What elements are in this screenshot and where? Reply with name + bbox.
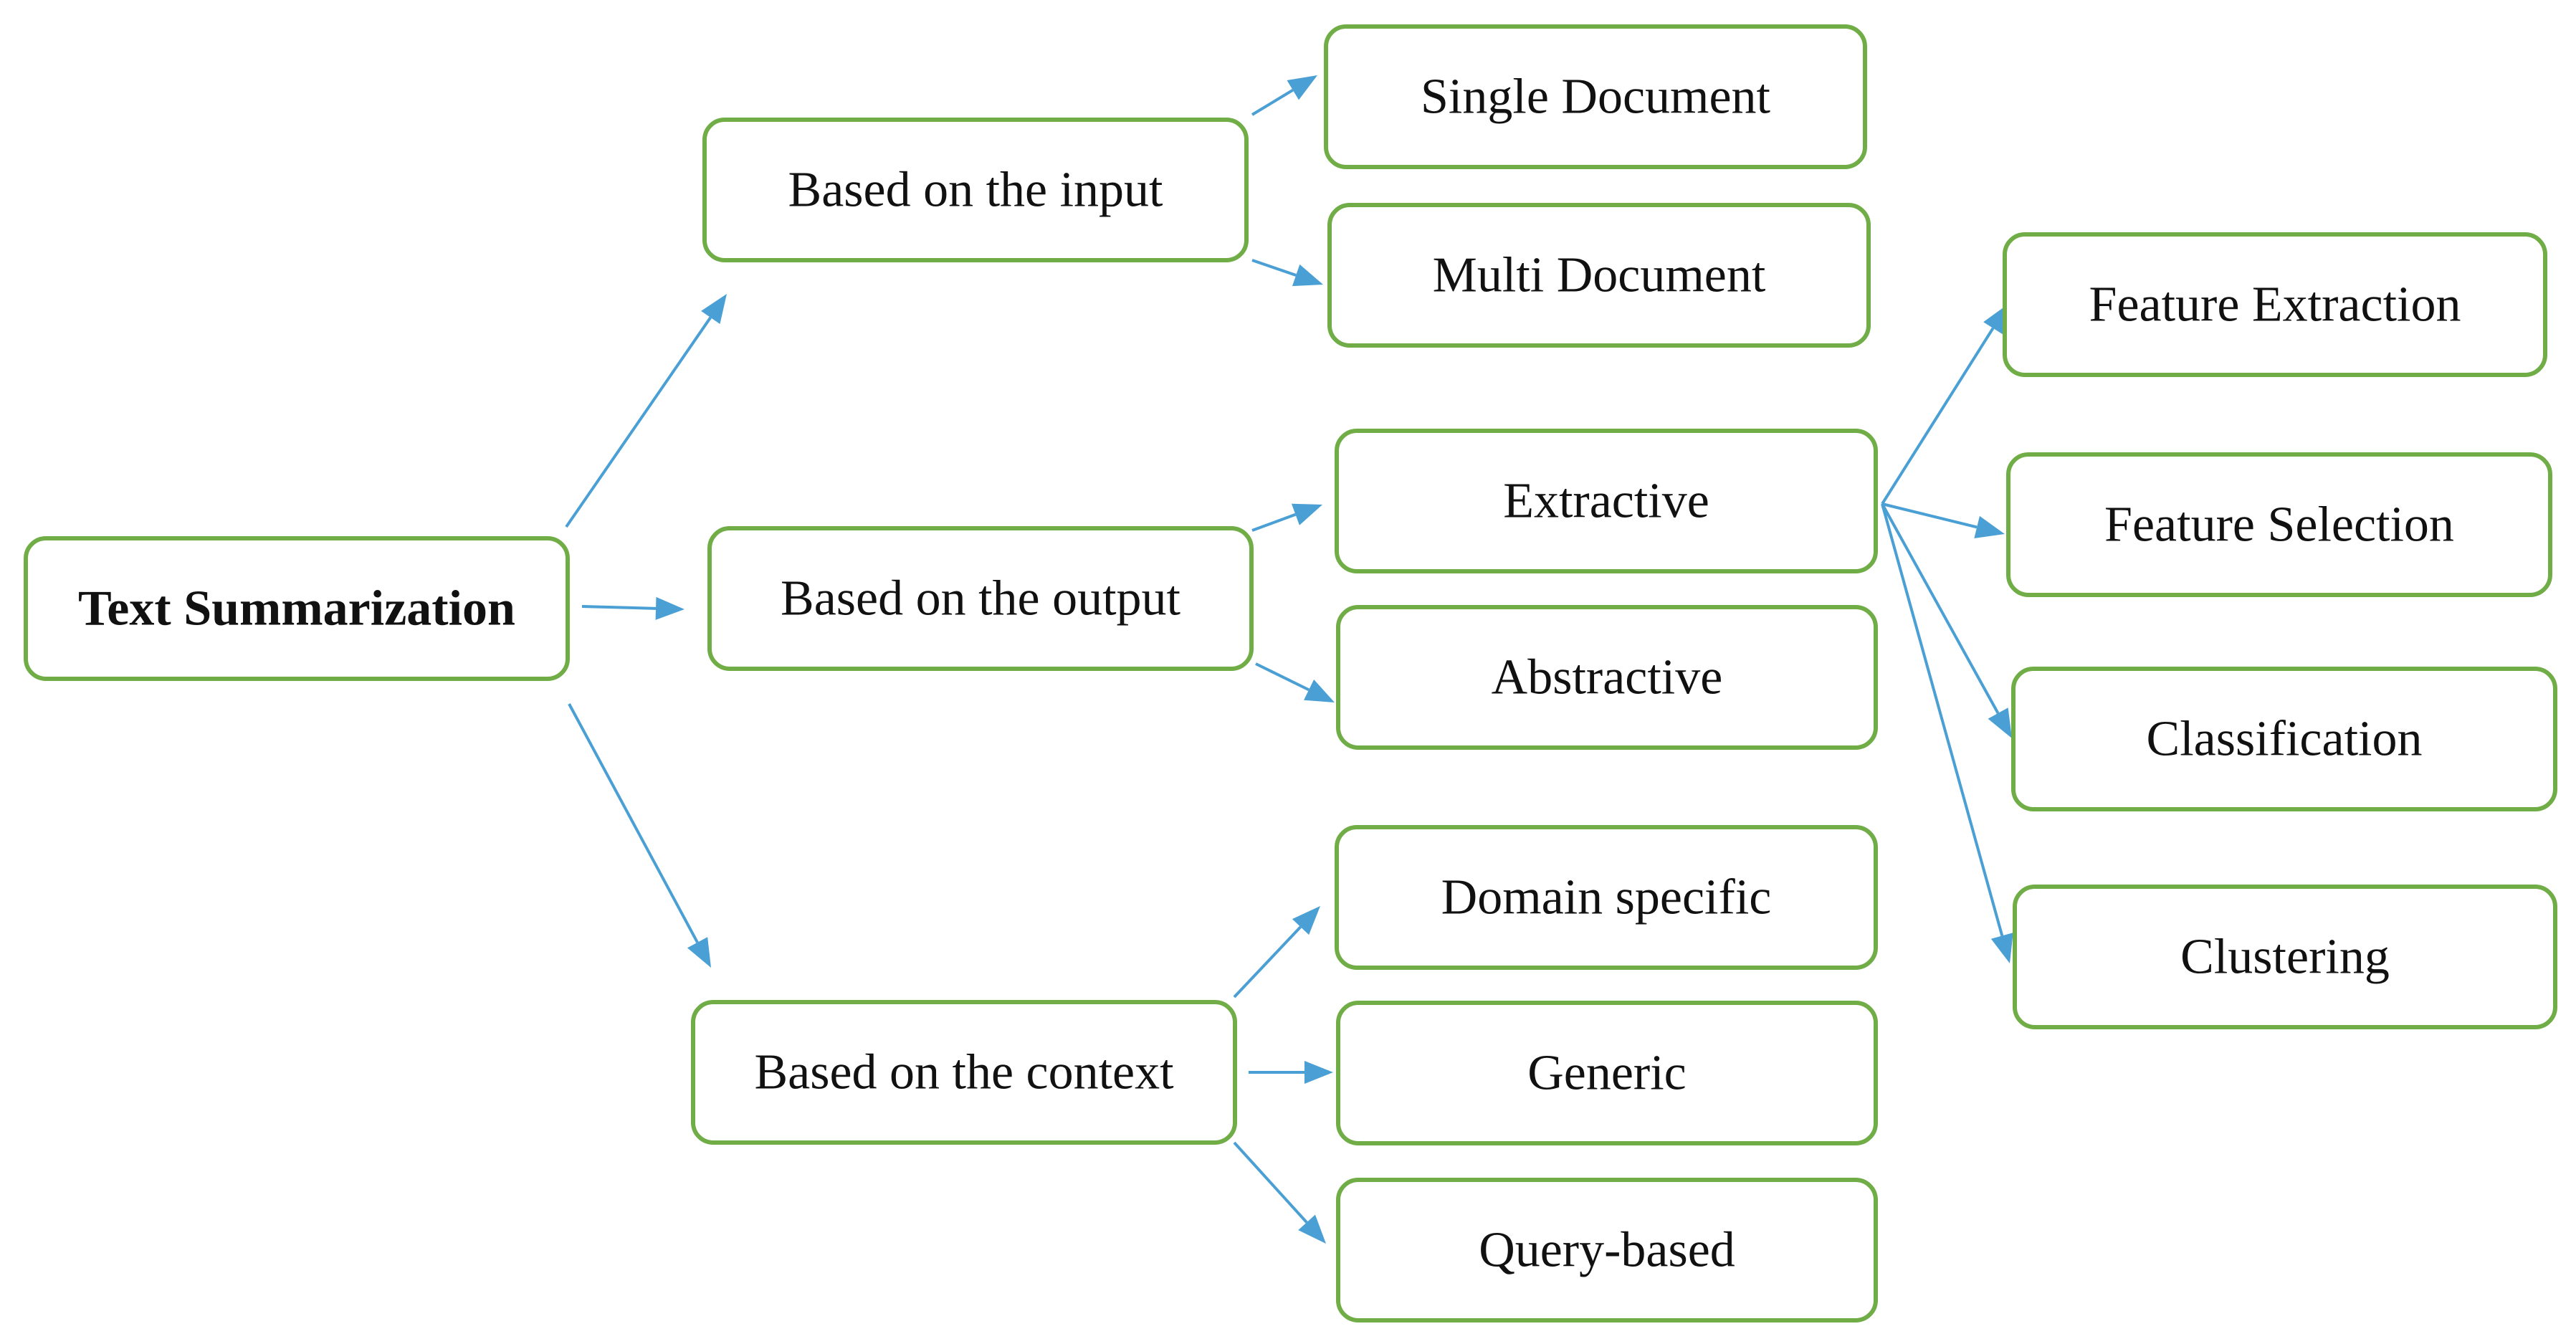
arrowhead-icon bbox=[1304, 1061, 1333, 1084]
arrow-shaft bbox=[1251, 259, 1297, 277]
arrow-context-to-query bbox=[1233, 1141, 1326, 1244]
arrow-shaft bbox=[565, 316, 712, 528]
node-label: Based on the output bbox=[781, 571, 1181, 626]
arrowhead-icon bbox=[1292, 906, 1320, 935]
arrow-input-to-single bbox=[1251, 75, 1317, 116]
node-label: Classification bbox=[2147, 712, 2423, 767]
node-domain-specific: Domain specific bbox=[1335, 825, 1878, 970]
node-query-based: Query-based bbox=[1336, 1178, 1878, 1322]
node-feature-extraction: Feature Extraction bbox=[2003, 232, 2547, 377]
node-label: Query-based bbox=[1479, 1223, 1735, 1278]
arrowhead-icon bbox=[1988, 707, 2012, 738]
arrowhead-icon bbox=[1990, 933, 2013, 963]
node-classification: Classification bbox=[2011, 667, 2557, 811]
node-label: Based on the context bbox=[754, 1045, 1174, 1100]
arrow-output-to-abstractive bbox=[1255, 662, 1335, 702]
arrowhead-icon bbox=[1983, 304, 2008, 335]
arrow-extractive-to-feat_sel bbox=[1881, 502, 2005, 538]
arrowhead-icon bbox=[701, 294, 727, 325]
arrowhead-icon bbox=[1291, 503, 1322, 525]
arrowhead-icon bbox=[1298, 1214, 1326, 1244]
arrow-shaft bbox=[1881, 327, 1995, 505]
arrowhead-icon bbox=[1974, 515, 2005, 538]
node-clustering: Clustering bbox=[2013, 885, 2557, 1029]
arrowhead-icon bbox=[1292, 264, 1323, 287]
arrow-shaft bbox=[1881, 503, 2004, 936]
arrow-extractive-to-classification bbox=[1881, 503, 2012, 738]
node-label: Multi Document bbox=[1433, 248, 1766, 303]
node-label: Feature Extraction bbox=[2089, 277, 2461, 333]
node-label: Domain specific bbox=[1441, 870, 1772, 925]
arrow-shaft bbox=[1251, 88, 1294, 116]
node-label: Single Document bbox=[1421, 70, 1771, 125]
node-label: Generic bbox=[1527, 1046, 1687, 1101]
arrow-shaft bbox=[1881, 502, 1978, 529]
node-text-summarization: Text Summarization bbox=[24, 536, 570, 681]
node-multi-document: Multi Document bbox=[1327, 203, 1871, 348]
node-based-on-output: Based on the output bbox=[707, 526, 1254, 671]
node-feature-selection: Feature Selection bbox=[2006, 452, 2552, 597]
node-extractive: Extractive bbox=[1335, 429, 1878, 573]
arrow-output-to-extractive bbox=[1251, 503, 1322, 532]
arrow-shaft bbox=[1255, 662, 1310, 692]
arrow-shaft bbox=[1881, 503, 2000, 714]
node-single-document: Single Document bbox=[1324, 24, 1867, 169]
arrow-extractive-to-feat_ext bbox=[1881, 304, 2008, 505]
arrowhead-icon bbox=[1304, 680, 1335, 702]
node-label: Text Summarization bbox=[78, 581, 515, 637]
arrow-context-to-domain bbox=[1233, 906, 1320, 999]
node-label: Abstractive bbox=[1492, 650, 1723, 705]
arrow-shaft bbox=[1233, 925, 1302, 999]
node-label: Clustering bbox=[2180, 930, 2390, 985]
arrow-extractive-to-clustering bbox=[1881, 503, 2013, 963]
arrow-input-to-multi bbox=[1251, 259, 1323, 287]
arrowhead-icon bbox=[1287, 75, 1317, 100]
node-label: Based on the input bbox=[788, 163, 1164, 218]
node-based-on-context: Based on the context bbox=[691, 1000, 1237, 1145]
arrow-context-to-generic bbox=[1249, 1061, 1333, 1084]
arrow-root-to-output bbox=[581, 596, 684, 620]
arrowhead-icon bbox=[655, 596, 684, 620]
node-label: Feature Selection bbox=[2104, 497, 2454, 553]
node-abstractive: Abstractive bbox=[1336, 605, 1878, 750]
arrow-shaft bbox=[581, 605, 657, 610]
edges bbox=[565, 75, 2013, 1244]
node-based-on-input: Based on the input bbox=[702, 118, 1249, 262]
arrow-shaft bbox=[1233, 1141, 1308, 1224]
arrow-root-to-context bbox=[568, 703, 711, 968]
arrowhead-icon bbox=[687, 937, 711, 968]
arrow-shaft bbox=[1251, 513, 1297, 532]
arrow-root-to-input bbox=[565, 294, 727, 528]
arrow-shaft bbox=[568, 703, 699, 943]
node-label: Extractive bbox=[1503, 474, 1709, 529]
node-generic: Generic bbox=[1336, 1001, 1878, 1145]
